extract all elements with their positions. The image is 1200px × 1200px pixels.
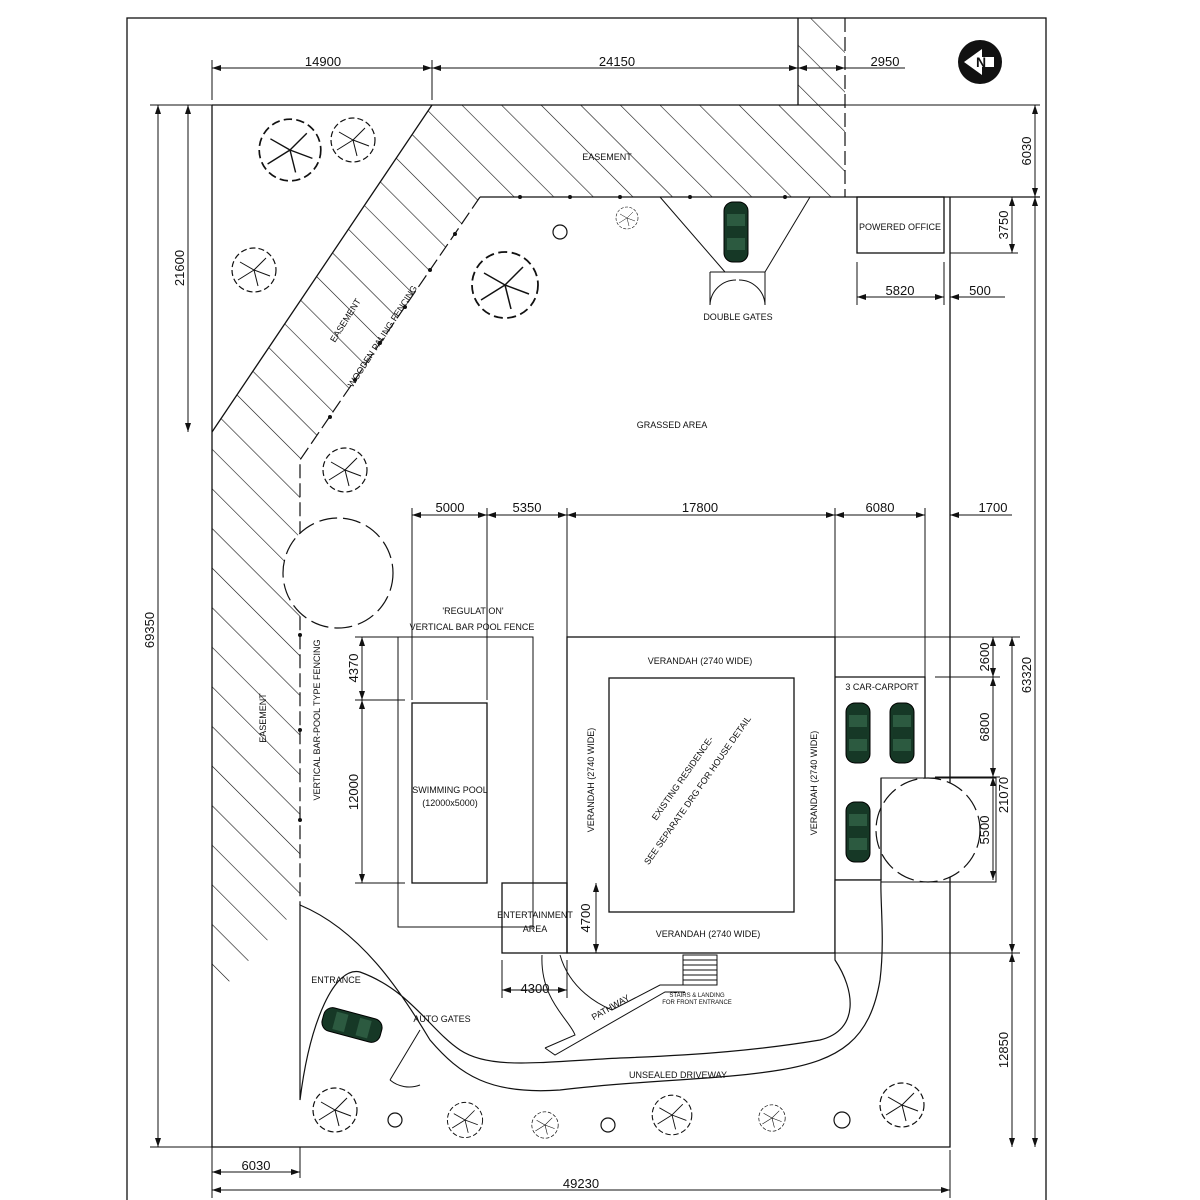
easement-boundary [211,104,433,433]
driveway-label: UNSEALED DRIVEWAY [629,1070,727,1080]
easement-hatch [212,105,845,1000]
stairs-label: FOR FRONT ENTRANCE [662,1000,732,1006]
powered-office [856,196,945,254]
svg-text:6030: 6030 [242,1158,271,1173]
stairs-label: STAIRS & LANDING [669,993,725,999]
svg-text:24150: 24150 [599,54,635,69]
wooden-paling-fence [299,196,481,905]
swimming-pool [411,702,488,884]
pathway-label: PATHWAY [590,993,632,1023]
site-boundary [211,104,1040,1148]
unsealed-driveway [299,879,883,1101]
entertainment-area [501,882,568,954]
north-arrow-icon: N [958,40,1002,84]
regulation-label: 'REGULATION' [442,606,504,616]
svg-text:12000: 12000 [346,774,361,810]
double-gates-label: DOUBLE GATES [703,312,772,322]
pool-size-label: (12000x5000) [422,798,478,808]
auto-gates [389,1029,421,1088]
verandah-label: VERANDAH (2740 WIDE) [656,929,761,939]
car-icon [845,801,871,863]
car-icon [319,1005,385,1045]
svg-text:49230: 49230 [563,1176,599,1191]
svg-text:14900: 14900 [305,54,341,69]
verandah [566,636,836,954]
svg-text:N: N [976,54,986,70]
svg-text:2950: 2950 [871,54,900,69]
verandah-label: VERANDAH (2740 WIDE) [586,728,596,833]
pool-fence [397,636,534,928]
drawing-frame [126,17,1047,1200]
entrance-label: ENTRANCE [311,975,361,985]
easement-label: EASEMENT [258,693,268,743]
svg-text:21600: 21600 [172,250,187,286]
grassed-area-label: GRASSED AREA [637,420,708,430]
svg-text:4300: 4300 [521,981,550,996]
car-icon [723,201,749,263]
powered-office-label: POWERED OFFICE [859,222,941,232]
pool-fence-label: VERTICAL BAR POOL FENCE [410,622,535,632]
verandah-label: VERANDAH (2740 WIDE) [809,731,819,836]
svg-text:3750: 3750 [996,211,1011,240]
easement-label: EASEMENT [582,152,632,162]
svg-text:5500: 5500 [977,816,992,845]
verandah-label: VERANDAH (2740 WIDE) [648,656,753,666]
tree-icons [231,117,981,1139]
svg-text:17800: 17800 [682,500,718,515]
svg-text:4700: 4700 [578,904,593,933]
svg-text:500: 500 [969,283,991,298]
svg-text:69350: 69350 [142,612,157,648]
svg-text:12850: 12850 [996,1032,1011,1068]
entertainment-label: ENTERTAINMENT [497,910,573,920]
svg-text:21070: 21070 [996,777,1011,813]
svg-text:2600: 2600 [977,643,992,672]
svg-text:5000: 5000 [436,500,465,515]
pool-label: SWIMMING POOL [412,785,488,795]
easement-hatch-top [798,18,845,105]
car-icon [845,702,871,764]
pool-fence-label: VERTICAL BAR-POOL TYPE FENCING [312,639,322,800]
svg-text:5350: 5350 [513,500,542,515]
svg-text:6800: 6800 [977,713,992,742]
residence-label: SEE SEPARATE DRG FOR HOUSE DETAIL [642,714,753,866]
svg-text:6030: 6030 [1019,137,1034,166]
carport-label: 3 CAR-CARPORT [845,682,919,692]
svg-text:63320: 63320 [1019,657,1034,693]
dimension-labels: 14900 24150 2950 21600 69350 6030 3750 5… [142,54,1034,1191]
auto-gates-label: AUTO GATES [413,1014,470,1024]
svg-text:4370: 4370 [346,654,361,683]
svg-text:5820: 5820 [886,283,915,298]
existing-residence [608,677,795,913]
car-icon [889,702,915,764]
entertainment-label: AREA [523,924,548,934]
fence-posts [298,195,787,822]
pathway [541,954,685,1049]
svg-text:6080: 6080 [866,500,895,515]
svg-text:1700: 1700 [979,500,1008,515]
dimensions [150,60,1040,1198]
